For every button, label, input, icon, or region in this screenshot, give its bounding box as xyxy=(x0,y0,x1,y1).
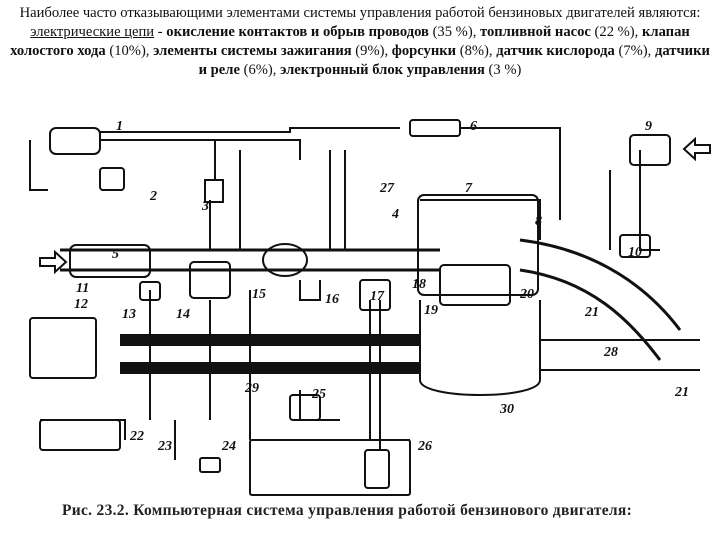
label-9: 9 xyxy=(645,119,652,134)
fault-percent: (7%), xyxy=(614,43,655,59)
label-12: 12 xyxy=(74,297,88,312)
fault-percent: (6%), xyxy=(239,62,281,78)
label-28: 28 xyxy=(603,345,618,360)
fault-percent: (3 %) xyxy=(484,62,522,78)
label-4: 4 xyxy=(391,207,399,222)
label-20: 20 xyxy=(519,287,534,302)
label-25: 25 xyxy=(311,387,326,402)
label-14: 14 xyxy=(176,307,190,322)
fault-item: окисление контактов и обрыв проводов xyxy=(166,24,429,40)
label-8: 8 xyxy=(535,214,542,229)
label-10: 10 xyxy=(628,245,642,260)
sep: - xyxy=(154,24,167,40)
electric-circuits-link[interactable]: электрические цепи xyxy=(30,24,155,40)
intro-paragraph: Наиболее часто отказывающими элементами … xyxy=(6,4,714,80)
fault-item: электронный блок управления xyxy=(280,62,485,78)
label-26: 26 xyxy=(417,439,432,454)
label-1: 1 xyxy=(116,119,123,134)
label-3: 3 xyxy=(201,199,209,214)
fault-item: датчики и реле xyxy=(198,43,710,78)
label-13: 13 xyxy=(122,307,136,322)
label-23: 23 xyxy=(157,439,172,454)
label-24: 24 xyxy=(221,439,236,454)
label-19: 19 xyxy=(424,303,438,318)
label-27: 27 xyxy=(379,181,395,196)
label-30: 30 xyxy=(499,402,514,417)
label-18: 18 xyxy=(412,277,426,292)
fault-percent: (9%), xyxy=(351,43,392,59)
fault-percent: (22 %), xyxy=(590,24,642,40)
intro-lead: Наиболее часто отказывающими элементами … xyxy=(19,5,701,21)
label-29: 29 xyxy=(244,381,259,396)
fault-item: форсунки xyxy=(391,43,457,59)
label-11: 11 xyxy=(76,281,89,296)
label-21b: 21 xyxy=(674,385,689,400)
label-7: 7 xyxy=(465,181,473,196)
fault-percent: (8%), xyxy=(456,43,497,59)
fault-item: клапан холостого хода xyxy=(10,24,690,59)
fault-percent: (10%), xyxy=(105,43,154,59)
label-17: 17 xyxy=(370,289,385,304)
label-15: 15 xyxy=(252,287,266,302)
fault-item: топливной насос xyxy=(480,24,591,40)
label-5: 5 xyxy=(112,247,119,262)
label-6: 6 xyxy=(470,119,477,134)
label-16: 16 xyxy=(325,292,339,307)
label-22: 22 xyxy=(129,429,144,444)
fault-percent: (35 %), xyxy=(428,24,480,40)
figure-caption: Рис. 23.2. Компьютерная система управлен… xyxy=(62,502,633,519)
fault-item: датчик кислорода xyxy=(496,43,615,59)
fault-item: элементы системы зажигания xyxy=(153,43,352,59)
label-21a: 21 xyxy=(584,305,599,320)
diagram-labels: 1 2 3 4 5 6 7 8 9 10 11 12 13 14 15 16 1… xyxy=(74,119,689,454)
label-2: 2 xyxy=(149,189,157,204)
engine-control-diagram: 1 2 3 4 5 6 7 8 9 10 11 12 13 14 15 16 1… xyxy=(29,119,711,496)
